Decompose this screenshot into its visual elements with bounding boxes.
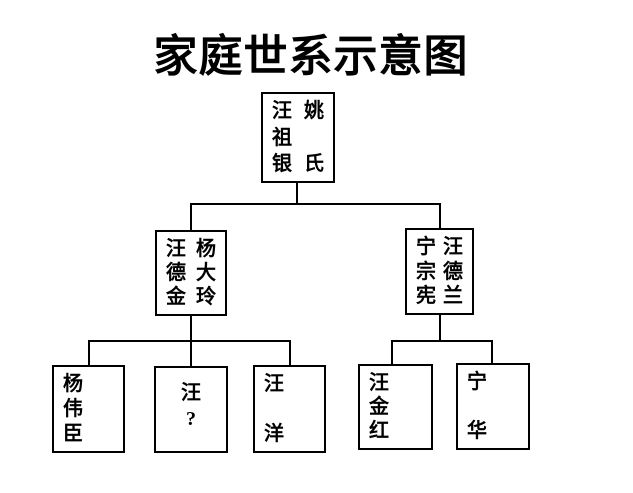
child-name-column: 汪 ? bbox=[181, 375, 201, 444]
family-box-child-wang-yang: 汪 洋 bbox=[253, 365, 326, 453]
name-char: 兰 bbox=[443, 285, 463, 307]
connector-grandparents-down bbox=[296, 183, 298, 205]
name-char: 宪 bbox=[416, 285, 436, 307]
name-char: 氏 bbox=[304, 153, 324, 175]
grandmother-name-column: 姚 氏 bbox=[304, 101, 324, 174]
connector-right-parents-up bbox=[439, 203, 441, 228]
name-char: 华 bbox=[467, 420, 487, 442]
name-char: 臣 bbox=[63, 423, 83, 445]
name-char: 汪 bbox=[443, 236, 463, 258]
family-box-child-ning-hua: 宁 华 bbox=[456, 363, 530, 450]
family-box-child-wang-unknown: 汪 ? bbox=[154, 366, 228, 453]
connector-right-children-horizontal bbox=[391, 340, 493, 342]
name-char: 汪 bbox=[272, 100, 292, 122]
name-char: 洋 bbox=[264, 423, 284, 445]
name-char: 宁 bbox=[467, 371, 487, 393]
name-char: 宗 bbox=[416, 260, 436, 283]
name-char: 祖 bbox=[272, 126, 292, 149]
name-char: 德 bbox=[166, 262, 186, 284]
name-char: 德 bbox=[443, 260, 463, 283]
connector-left-children-horizontal bbox=[88, 340, 291, 342]
husband-name-column: 宁 宗 宪 bbox=[416, 237, 436, 306]
child-name-column: 汪 洋 bbox=[264, 374, 284, 444]
family-box-right-parents: 宁 宗 宪 汪 德 兰 bbox=[405, 228, 474, 315]
connector-right-parents-down bbox=[439, 315, 441, 342]
name-char: 汪 bbox=[369, 372, 389, 394]
family-box-child-wang-jinhong: 汪 金 红 bbox=[358, 364, 433, 450]
connector-child1-up bbox=[88, 340, 90, 365]
husband-name-column: 汪 德 金 bbox=[166, 239, 186, 307]
family-box-left-parents: 汪 德 金 杨 大 玲 bbox=[155, 230, 227, 316]
name-char: 金 bbox=[166, 286, 186, 308]
connector-child2-up bbox=[190, 340, 192, 366]
name-char: 杨 bbox=[63, 373, 83, 395]
connector-child3-up bbox=[289, 340, 291, 365]
name-char: 大 bbox=[196, 262, 216, 284]
name-char: 银 bbox=[272, 153, 292, 175]
child-name-column: 杨 伟 臣 bbox=[63, 374, 83, 444]
name-char: 宁 bbox=[416, 236, 436, 258]
connector-gen2-horizontal bbox=[190, 203, 441, 205]
name-char: 伟 bbox=[63, 398, 83, 420]
name-char: 汪 bbox=[166, 238, 186, 260]
grandfather-name-column: 汪 祖 银 bbox=[272, 101, 292, 174]
wife-name-column: 汪 德 兰 bbox=[443, 237, 463, 306]
name-char: 汪 bbox=[264, 373, 284, 395]
family-box-child-yang-weichen: 杨 伟 臣 bbox=[52, 365, 125, 453]
connector-left-parents-down bbox=[190, 316, 192, 342]
diagram-title: 家庭世系示意图 bbox=[153, 32, 469, 81]
name-char: 玲 bbox=[196, 286, 216, 308]
connector-child4-up bbox=[391, 340, 393, 364]
name-char: ? bbox=[186, 408, 196, 430]
child-name-column: 宁 华 bbox=[467, 372, 487, 441]
child-name-column: 汪 金 红 bbox=[369, 373, 389, 441]
wife-name-column: 杨 大 玲 bbox=[196, 239, 216, 307]
connector-left-parents-up bbox=[190, 203, 192, 230]
family-box-grandparents: 汪 祖 银 姚 氏 bbox=[261, 92, 335, 183]
name-char: 红 bbox=[369, 420, 389, 442]
connector-child5-up bbox=[491, 340, 493, 363]
name-char: 汪 bbox=[181, 382, 201, 404]
name-char: 姚 bbox=[304, 100, 324, 122]
name-char: 杨 bbox=[196, 238, 216, 260]
name-char: 金 bbox=[369, 396, 389, 418]
